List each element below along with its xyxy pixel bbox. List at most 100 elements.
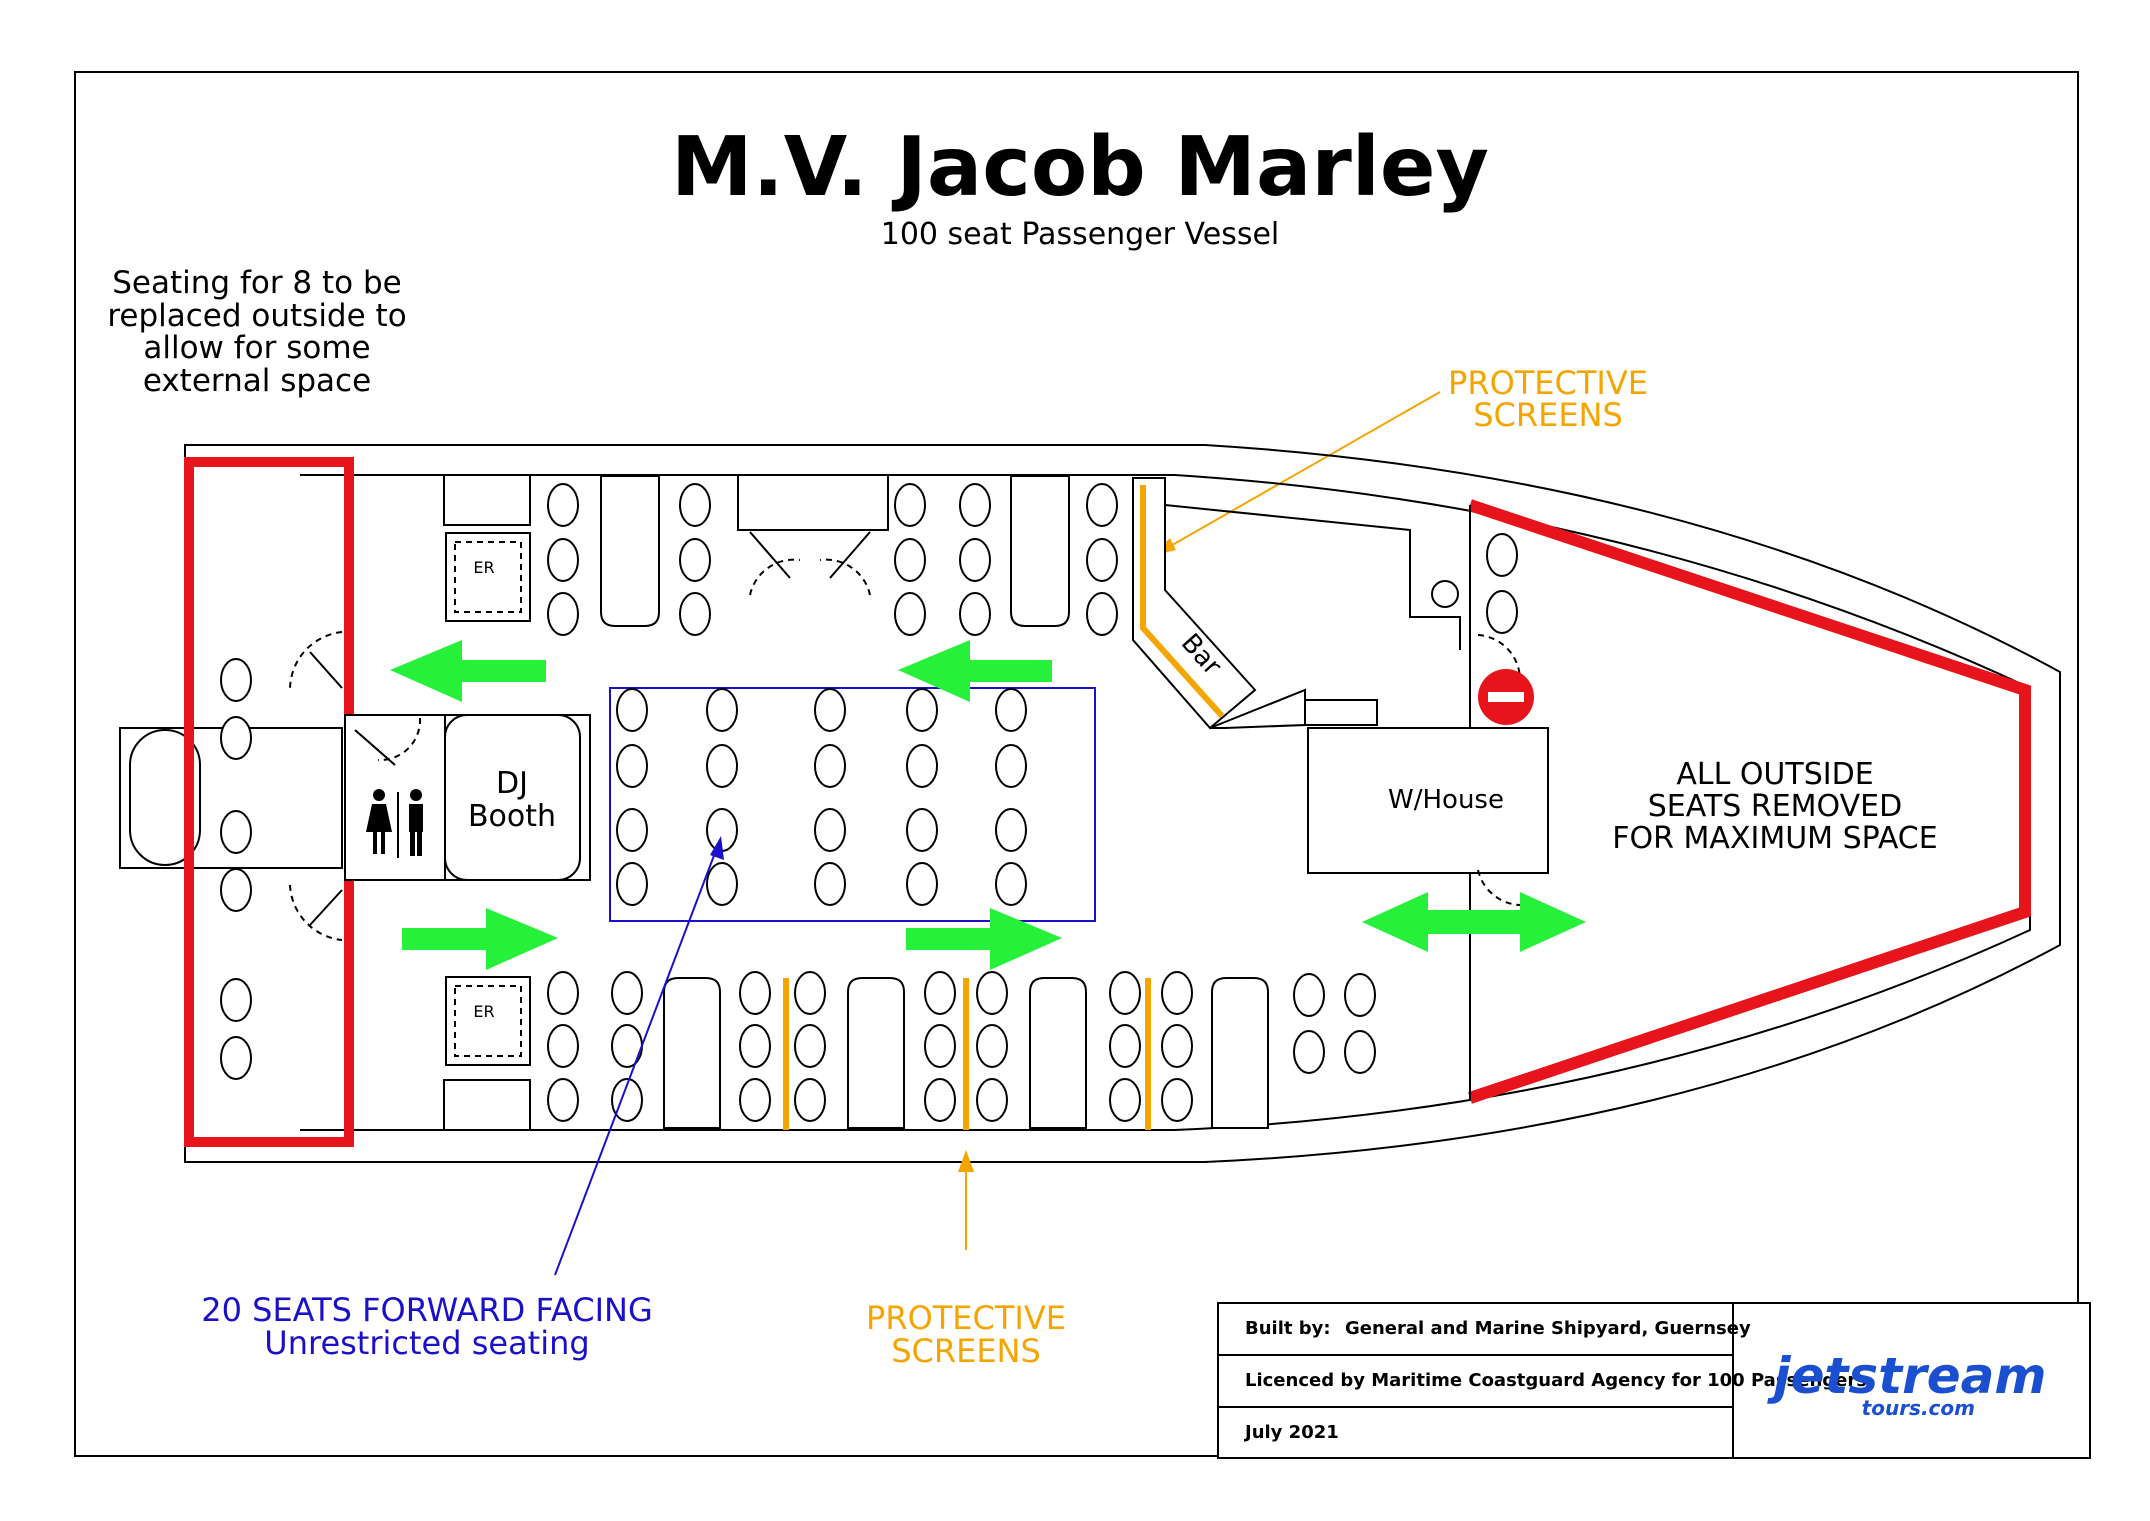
bench-table xyxy=(1010,475,1070,627)
midship-doors xyxy=(737,474,889,596)
seat xyxy=(1086,538,1118,582)
seat xyxy=(547,483,579,527)
logo-brand: jetstream xyxy=(1766,1347,2046,1405)
seat xyxy=(995,744,1027,788)
seat xyxy=(794,1078,826,1122)
er-label: ER xyxy=(473,558,494,577)
dj-booth-label: Booth xyxy=(468,799,556,834)
no-entry-icon xyxy=(1478,669,1534,725)
er-bottom: ER xyxy=(443,976,531,1131)
seat xyxy=(1161,1024,1193,1068)
page-frame xyxy=(74,71,2079,1457)
seat xyxy=(739,1024,771,1068)
seat xyxy=(739,1078,771,1122)
note-line: FOR MAXIMUM SPACE xyxy=(1612,821,1937,856)
logo-sub: tours.com xyxy=(1862,1396,1975,1420)
seat xyxy=(959,483,991,527)
seat xyxy=(611,971,643,1015)
seat xyxy=(547,1078,579,1122)
wheelhouse: W/House xyxy=(1164,504,1549,906)
bench-table xyxy=(600,475,660,627)
seat xyxy=(906,688,938,732)
seat xyxy=(1109,1024,1141,1068)
protective-screens-bottom-note: PROTECTIVE SCREENS xyxy=(866,1150,1066,1370)
seat xyxy=(1109,971,1141,1015)
note-line: ALL OUTSIDE xyxy=(1676,757,1873,792)
seat xyxy=(959,538,991,582)
note-line: 20 SEATS FORWARD FACING xyxy=(201,1291,653,1329)
seat xyxy=(894,538,926,582)
forward-seating-box xyxy=(609,687,1096,922)
seat xyxy=(616,808,648,852)
outside-seats-note: ALL OUTSIDE SEATS REMOVED FOR MAXIMUM SP… xyxy=(1612,757,1937,856)
pointer-line xyxy=(554,844,719,1276)
seat xyxy=(739,971,771,1015)
seat xyxy=(894,483,926,527)
seat xyxy=(611,1078,643,1122)
protective-screens-top-note: PROTECTIVE SCREENS xyxy=(1152,364,1648,556)
seat xyxy=(959,592,991,636)
seat xyxy=(924,971,956,1015)
pointer-line xyxy=(1159,391,1441,553)
note-line: Seating for 8 to be xyxy=(112,265,401,301)
seat xyxy=(976,1078,1008,1122)
bench-tables xyxy=(600,475,1269,1129)
seat xyxy=(616,688,648,732)
seat xyxy=(679,483,711,527)
seat xyxy=(1109,1078,1141,1122)
seat xyxy=(814,744,846,788)
aft-doors xyxy=(288,631,343,941)
pointer-arrowhead xyxy=(710,836,724,860)
seat xyxy=(1086,592,1118,636)
bar: Bar xyxy=(1132,477,1378,730)
seat xyxy=(616,862,648,906)
seat xyxy=(995,808,1027,852)
arrow-right-icon xyxy=(906,908,1062,970)
seat xyxy=(679,592,711,636)
note-line: SCREENS xyxy=(1473,396,1623,434)
seat xyxy=(547,592,579,636)
seat xyxy=(1293,973,1325,1017)
info-block: Built by: General and Marine Shipyard, G… xyxy=(1217,1302,2091,1459)
flow-arrows xyxy=(390,640,1586,970)
seat xyxy=(906,744,938,788)
seat xyxy=(995,688,1027,732)
wheelhouse-label: W/House xyxy=(1388,785,1504,815)
arrow-both-icon xyxy=(1362,892,1586,952)
seat xyxy=(1486,533,1518,577)
seat xyxy=(547,971,579,1015)
note-line: Unrestricted seating xyxy=(264,1324,589,1362)
er-top: ER xyxy=(443,474,531,622)
arrow-left-icon xyxy=(898,640,1052,702)
seat xyxy=(616,744,648,788)
seat xyxy=(220,978,252,1022)
note-line: SEATS REMOVED xyxy=(1648,789,1902,824)
seat xyxy=(220,810,252,854)
seat xyxy=(995,862,1027,906)
dj-booth-label: DJ xyxy=(496,766,528,801)
vessel-subtitle: 100 seat Passenger Vessel xyxy=(881,217,1280,252)
seat xyxy=(547,538,579,582)
seat xyxy=(976,1024,1008,1068)
protective-screen-posts xyxy=(783,978,1151,1130)
seat xyxy=(1344,1030,1376,1074)
bench-table xyxy=(663,977,721,1129)
built-by-value: General and Marine Shipyard, Guernsey xyxy=(1345,1318,1751,1339)
forward-seats-note: 20 SEATS FORWARD FACING Unrestricted sea… xyxy=(201,836,724,1362)
seat xyxy=(220,658,252,702)
seat xyxy=(814,808,846,852)
seat xyxy=(611,1024,643,1068)
note-line: PROTECTIVE xyxy=(1448,364,1648,402)
arrow-right-icon xyxy=(402,908,558,970)
external-seating-note: Seating for 8 to be replaced outside to … xyxy=(107,265,406,399)
toilet-icon xyxy=(366,789,423,858)
seat xyxy=(924,1024,956,1068)
seat xyxy=(976,971,1008,1015)
built-by-label: Built by: xyxy=(1245,1318,1331,1339)
bench-table xyxy=(1211,977,1269,1129)
seat xyxy=(547,1024,579,1068)
note-line: SCREENS xyxy=(891,1332,1041,1370)
seat xyxy=(679,538,711,582)
note-line: external space xyxy=(143,363,371,399)
